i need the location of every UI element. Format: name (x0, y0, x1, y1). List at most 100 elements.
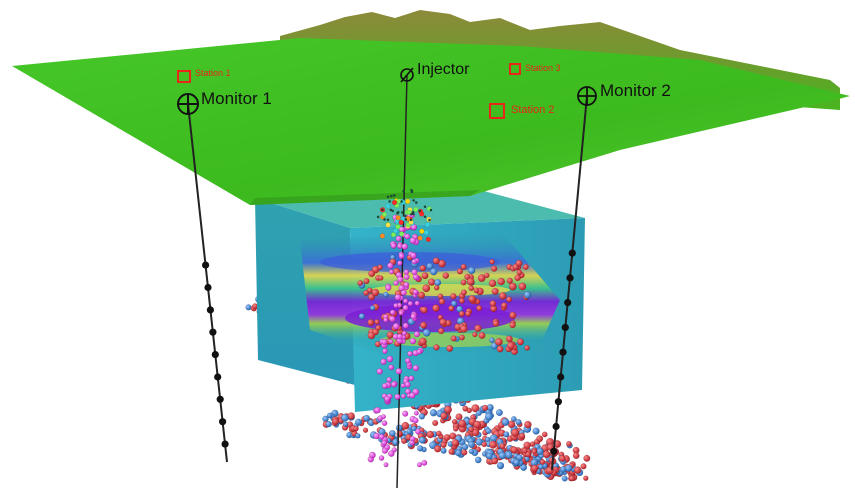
event-dot (409, 237, 417, 245)
event-dot (412, 364, 420, 372)
event-dot (390, 242, 397, 249)
event-dot (421, 272, 429, 280)
event-dot (580, 463, 587, 470)
event-dot (471, 404, 480, 413)
event-dot (434, 279, 442, 287)
event-dot (497, 277, 506, 286)
event-dot (353, 425, 359, 432)
event-dot (381, 447, 389, 454)
event-dot (438, 259, 446, 268)
event-dot (423, 215, 427, 219)
event-dot (468, 441, 476, 449)
event-dot (489, 440, 498, 449)
event-dot (386, 331, 394, 339)
monitor2-well (551, 95, 588, 471)
event-dot (340, 413, 349, 422)
event-dot (386, 355, 394, 363)
event-dot (342, 421, 349, 427)
event-dot (458, 419, 467, 428)
event-dot (373, 432, 380, 440)
event-dot (410, 188, 413, 192)
event-dot (458, 310, 465, 317)
event-dot (468, 426, 475, 433)
event-dot (401, 421, 410, 430)
event-dot (538, 463, 544, 470)
station2-marker (489, 103, 505, 119)
event-dot (425, 236, 432, 243)
event-dot (451, 439, 460, 447)
event-dot (482, 404, 489, 412)
event-dot (401, 437, 408, 444)
event-dot (583, 454, 591, 462)
event-dot (483, 272, 490, 279)
event-dot (421, 459, 428, 466)
event-dot (381, 208, 384, 212)
event-dot (403, 281, 410, 288)
monitor1-geophone (211, 351, 219, 359)
event-dot (402, 410, 409, 417)
event-dot (451, 300, 458, 307)
event-dot (378, 455, 385, 461)
event-dot (539, 459, 546, 465)
event-dot (432, 304, 440, 312)
surface-shadow (250, 190, 480, 205)
event-dot (517, 338, 525, 346)
event-dot (404, 357, 411, 364)
event-dot (474, 456, 482, 464)
event-dot (385, 284, 392, 291)
event-dot (506, 296, 513, 303)
event-dot (506, 277, 513, 284)
event-dot (561, 475, 568, 482)
event-dot (389, 194, 393, 198)
event-dot (475, 410, 482, 417)
event-dot (485, 428, 492, 435)
event-dot (505, 335, 513, 343)
event-dot (450, 335, 457, 342)
event-dot (426, 262, 434, 270)
event-dot (536, 435, 544, 443)
event-dot (376, 368, 383, 375)
event-dot (363, 414, 370, 422)
event-dot (501, 418, 510, 426)
event-dot (572, 452, 580, 459)
event-dot (486, 452, 493, 460)
event-dot (407, 300, 414, 307)
event-dot (382, 348, 388, 354)
event-dot (388, 269, 394, 275)
event-dot (492, 320, 500, 327)
monitor1-wellhead (177, 93, 199, 115)
event-dot (383, 218, 386, 221)
event-dot (465, 310, 472, 317)
event-dot (403, 273, 410, 280)
event-dot (392, 322, 400, 330)
event-dot (498, 451, 507, 460)
event-dot (510, 446, 518, 454)
event-dot (381, 382, 388, 389)
event-dot (442, 272, 450, 279)
event-dot (383, 317, 389, 323)
event-dot (440, 441, 447, 449)
event-dot (385, 222, 391, 228)
event-dot (509, 311, 517, 319)
event-dot (506, 341, 515, 350)
monitor1-geophones (202, 261, 229, 448)
event-dot (383, 291, 389, 298)
event-dot (406, 209, 412, 215)
monitor2-geophone (568, 249, 576, 257)
event-dot (368, 451, 376, 459)
event-dot (468, 448, 475, 455)
event-dot (325, 420, 332, 428)
event-dot (448, 305, 455, 312)
event-dot (410, 313, 417, 320)
event-dot (401, 243, 409, 250)
event-dot (393, 280, 399, 286)
event-dot (498, 292, 507, 300)
event-dot (407, 350, 413, 357)
event-dot (403, 269, 410, 275)
event-dot (473, 420, 482, 429)
event-dot (468, 285, 475, 291)
event-dot (420, 321, 428, 329)
event-dot (461, 443, 469, 451)
event-dot (510, 428, 520, 437)
event-dot (515, 418, 522, 426)
